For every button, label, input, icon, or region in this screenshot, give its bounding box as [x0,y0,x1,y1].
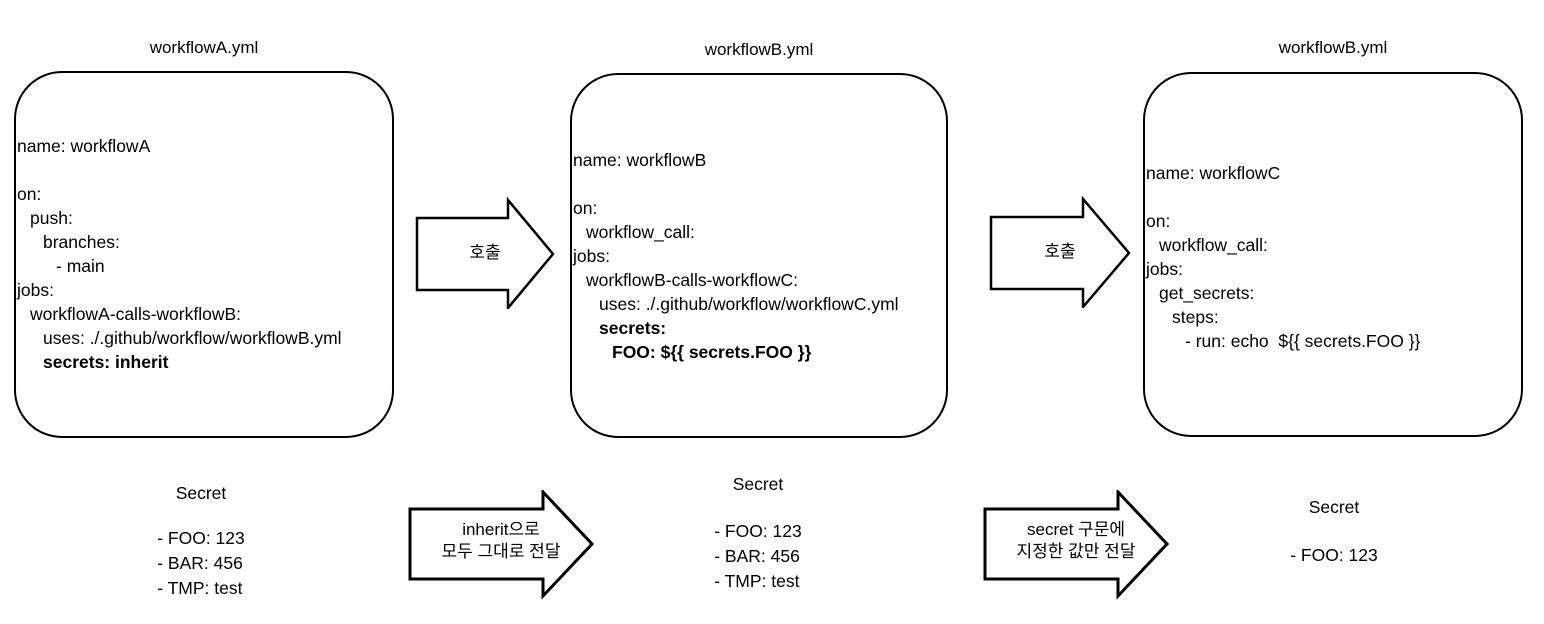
code-line [573,172,945,196]
block-arrow-right-icon [989,196,1131,308]
code-line: workflow_call: [1159,235,1268,255]
block-arrow-right-icon [415,197,555,309]
code-line: workflowB-calls-workflowC: [586,270,798,290]
secret-item: - FOO: 123 [157,528,245,548]
code-line: push: [30,208,73,228]
call-arrow-label: 호출 [414,197,556,309]
secret-item: - FOO: 123 [714,521,802,541]
code-line: jobs: [1146,259,1183,279]
code-line: on: [1146,211,1171,231]
code-line: jobs: [573,246,610,266]
secret-list-b: - FOO: 123 - BAR: 456 - TMP: test [714,519,802,594]
secret-title-b: Secret [732,474,784,494]
inherit-pass-arrow: inherit으로 모두 그대로 전달 [408,490,594,600]
code-line: jobs: [17,280,54,300]
secret-list-a: - FOO: 123 - BAR: 456 - TMP: test [157,526,245,601]
code-line: on: [573,198,598,218]
arrow-label-line: secret 구문에 [1027,520,1125,539]
inherit-pass-arrow-label: inherit으로 모두 그대로 전달 [408,490,594,600]
call-arrow-a-to-b: 호출 [414,197,556,309]
block-arrow-right-icon [408,490,594,600]
code-line: secrets: [599,318,667,338]
code-line [1146,185,1520,209]
workflow-box-c: name: workflowC on: workflow_call: jobs: get… [1143,72,1523,437]
code-line: workflowA-calls-workflowB: [30,304,242,324]
workflow-file-title-b: workflowB.yml [704,40,814,59]
code-line: name: workflowC [1146,163,1281,183]
code-line: get_secrets: [1159,283,1255,303]
arrow-label-line: 호출 [469,243,501,262]
workflow-code-b: name: workflowB on: workflow_call: jobs: wor… [573,148,945,364]
arrow-label-line: inherit으로 [462,520,540,539]
workflow-box-b: name: workflowB on: workflow_call: jobs: wor… [570,73,948,438]
secret-item: - BAR: 456 [714,546,800,566]
code-line: uses: ./.github/workflow/workflowB.yml [43,328,342,348]
workflow-file-title-a: workflowA.yml [149,38,259,57]
arrow-label-line: 지정한 값만 전달 [1016,542,1136,561]
secret-list-c: - FOO: 123 [1290,543,1378,568]
code-line: - main [56,256,105,276]
code-line: secrets: inherit [43,352,169,372]
workflow-code-c: name: workflowC on: workflow_call: jobs: get… [1146,161,1520,353]
arrow-label-line: 모두 그대로 전달 [441,542,561,561]
secret-item: - BAR: 456 [157,553,243,573]
code-line: FOO: ${{ secrets.FOO }} [612,342,812,362]
code-line: uses: ./.github/workflow/workflowC.yml [599,294,899,314]
call-arrow-label: 호출 [988,196,1132,308]
secret-item: - FOO: 123 [1290,545,1378,565]
specified-pass-arrow: secret 구문에 지정한 값만 전달 [983,490,1169,600]
secret-title-c: Secret [1308,497,1360,517]
call-arrow-b-to-c: 호출 [988,196,1132,308]
code-line: steps: [1172,307,1219,327]
code-line: branches: [43,232,120,252]
secret-item: - TMP: test [157,578,243,598]
code-line: - run: echo ${{ secrets.FOO }} [1185,331,1421,351]
code-line [17,158,391,182]
code-line: name: workflowA [17,136,151,156]
code-line: workflow_call: [586,222,695,242]
code-line: name: workflowB [573,150,707,170]
secret-title-a: Secret [175,483,227,503]
code-line: on: [17,184,42,204]
specified-pass-arrow-label: secret 구문에 지정한 값만 전달 [983,490,1169,600]
workflow-file-title-c: workflowB.yml [1278,38,1388,57]
block-arrow-right-icon [983,490,1169,600]
arrow-label-line: 호출 [1044,242,1076,261]
secret-item: - TMP: test [714,571,800,591]
